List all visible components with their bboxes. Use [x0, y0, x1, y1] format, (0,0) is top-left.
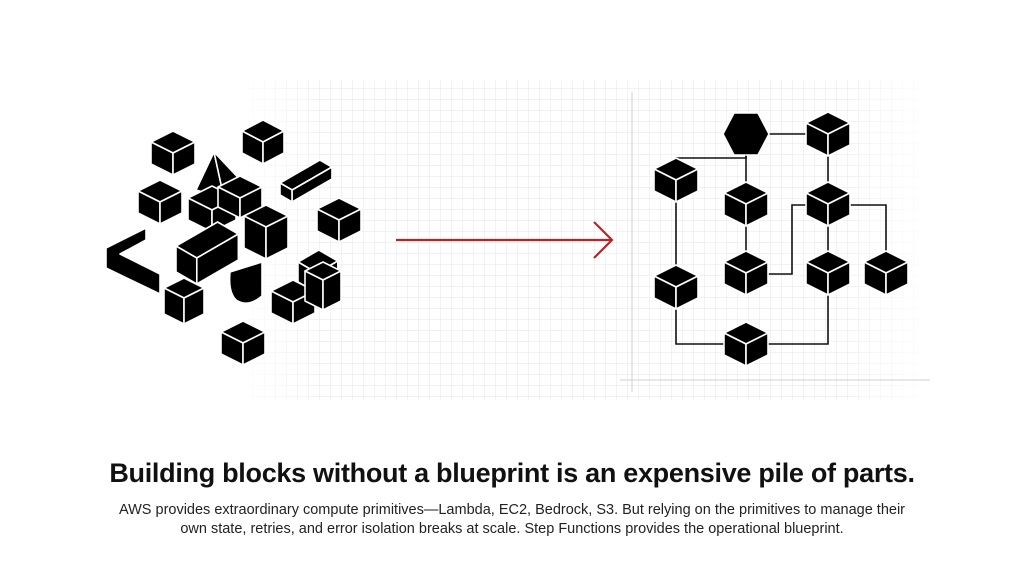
block-cube	[163, 277, 205, 325]
workflow-node	[723, 181, 769, 227]
workflow-node	[653, 157, 699, 203]
block-cube	[137, 179, 183, 225]
block-cube	[217, 175, 263, 219]
transform-arrow-icon	[396, 221, 614, 259]
block-cube	[243, 204, 289, 260]
block-cube	[304, 261, 342, 311]
workflow-node	[653, 264, 699, 310]
workflow-nodes	[653, 111, 909, 367]
headline: Building blocks without a blueprint is a…	[109, 458, 915, 488]
orchestrated-workflow-icon	[653, 111, 909, 367]
diagram-canvas	[105, 80, 932, 400]
workflow-node	[863, 250, 909, 296]
block-cube	[150, 130, 196, 176]
block-bar	[279, 159, 333, 203]
block-bar	[175, 221, 240, 285]
block-cube	[220, 320, 266, 366]
workflow-node	[805, 111, 851, 157]
pile-of-blocks-icon	[105, 119, 362, 366]
workflow-node	[723, 250, 769, 296]
workflow-node	[723, 321, 769, 367]
workflow-node	[805, 250, 851, 296]
block-cube	[241, 119, 285, 165]
workflow-start-node	[722, 112, 770, 156]
subtext: AWS provides extraordinary compute primi…	[118, 502, 906, 537]
workflow-node	[805, 181, 851, 227]
block-bracket	[105, 227, 161, 295]
block-cube	[316, 197, 362, 243]
block-cylinder	[228, 261, 263, 304]
